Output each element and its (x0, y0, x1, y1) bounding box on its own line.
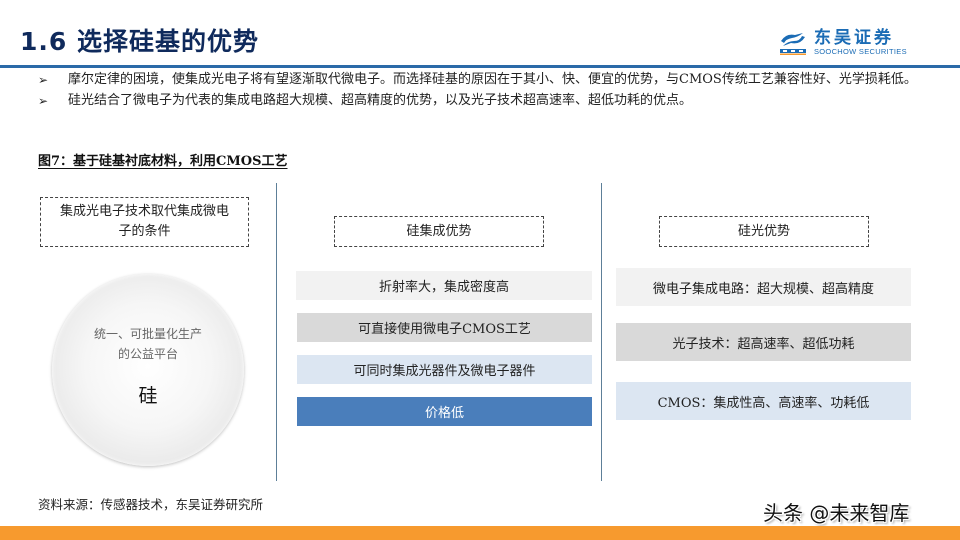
watermark: 头条 @未来智库 (763, 501, 910, 525)
right-item-bar: 光子技术：超高速率、超低功耗 (616, 323, 911, 361)
bullet-list: ➢ 摩尔定律的困境，使集成光电子将有望逐渐取代微电子。而选择硅基的原因在于其小、… (38, 70, 938, 111)
right-item-bar: 微电子集成电路：超大规模、超高精度 (616, 268, 911, 306)
arrow-bullet-icon: ➢ (38, 93, 49, 108)
right-heading-box: 硅光优势 (659, 216, 869, 247)
circle-main-label: 硅 (138, 385, 158, 407)
silicon-circle: 统一、可批量化生产的公益平台 硅 (52, 274, 244, 466)
logo-name-en: SOOCHOW SECURITIES (814, 47, 907, 57)
left-heading-box: 集成光电子技术取代集成微电子的条件 (40, 197, 249, 247)
middle-item-bar: 折射率大，集成密度高 (296, 271, 592, 300)
middle-item-bar-highlight: 价格低 (297, 397, 592, 426)
bullet-text: 硅光结合了微电子为代表的集成电路超大规模、超高精度的优势，以及光子技术超高速率、… (68, 92, 693, 108)
middle-heading-box: 硅集成优势 (334, 216, 544, 247)
column-divider (276, 183, 277, 481)
header-divider (0, 65, 960, 68)
bullet-item: ➢ 摩尔定律的困境，使集成光电子将有望逐渐取代微电子。而选择硅基的原因在于其小、… (38, 70, 938, 91)
source-note: 资料来源：传感器技术，东吴证券研究所 (38, 497, 264, 512)
column-divider (601, 183, 602, 481)
right-item-bar: CMOS：集成性高、高速率、功耗低 (616, 382, 911, 420)
bullet-item: ➢ 硅光结合了微电子为代表的集成电路超大规模、超高精度的优势，以及光子技术超高速… (38, 91, 938, 112)
soochow-logo-icon (778, 31, 808, 55)
arrow-bullet-icon: ➢ (38, 73, 49, 87)
figure-caption: 图7：基于硅基衬底材料，利用CMOS工艺 (38, 154, 288, 169)
footer-bar (0, 526, 960, 540)
circle-subtitle: 统一、可批量化生产的公益平台 (93, 327, 202, 361)
page-title: 1.6 选择硅基的优势 (20, 27, 259, 56)
middle-item-bar: 可同时集成光器件及微电子器件 (297, 355, 592, 384)
bullet-text: 摩尔定律的困境，使集成光电子将有望逐渐取代微电子。而选择硅基的原因在于其小、快、… (68, 72, 917, 87)
middle-item-bar: 可直接使用微电子CMOS工艺 (297, 313, 592, 342)
logo-name-cn: 东吴证券 (814, 28, 894, 49)
brand-logo: 东吴证券 SOOCHOW SECURITIES (778, 30, 928, 56)
